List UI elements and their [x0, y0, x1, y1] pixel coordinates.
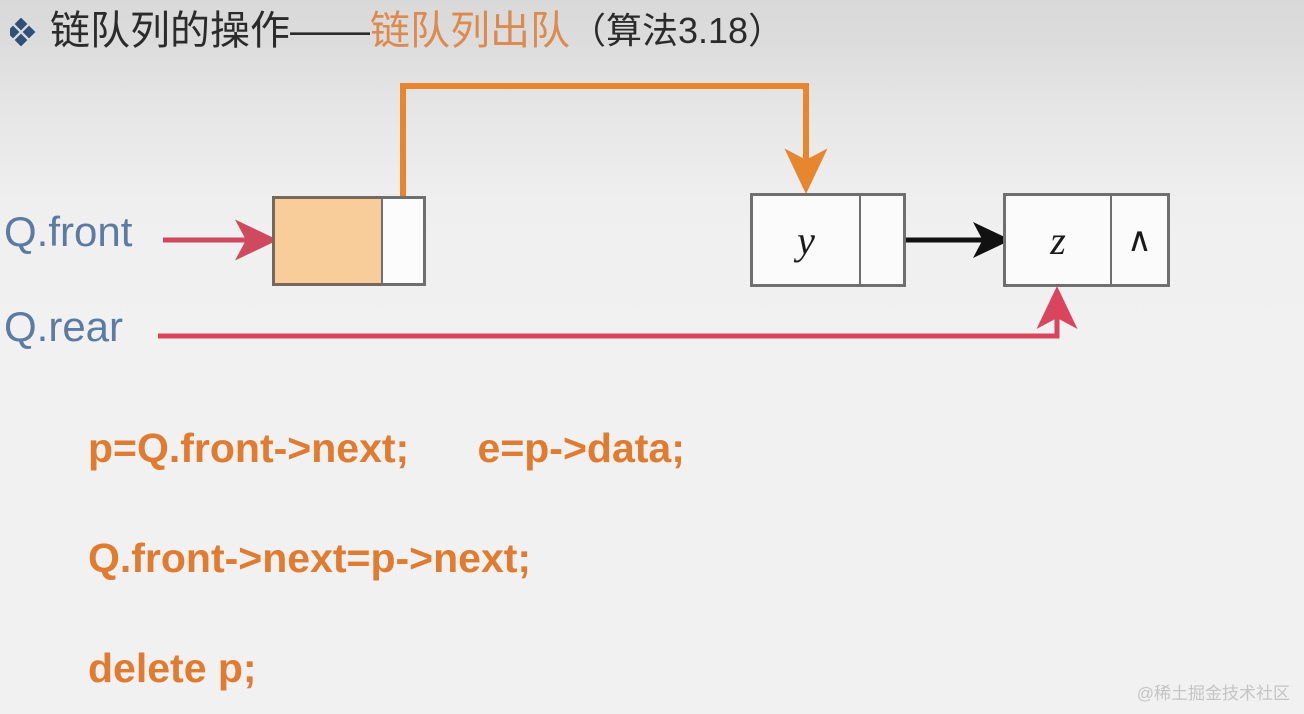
title-main-text: 链队列的操作: [50, 9, 290, 53]
title-algorithm-ref: （算法3.18）: [570, 10, 785, 51]
q-rear-label: Q.rear: [4, 303, 124, 350]
code-line-2: Q.front->next=p->next;: [88, 535, 532, 581]
four-diamond-bullet-icon: [10, 18, 36, 47]
head-node-next-cell: [381, 196, 426, 286]
code-line-3: delete p;: [88, 645, 257, 691]
title-accent-text: 链队列出队: [370, 9, 570, 53]
y-node-data-cell: y: [750, 193, 862, 287]
head-next-reroute-arrow: [400, 83, 828, 242]
y-node: y: [750, 193, 906, 287]
page-title: 链队列的操作 —— 链队列出队 （算法3.18）: [10, 8, 784, 54]
head-node-data-cell: [272, 196, 384, 286]
title-dash: ——: [290, 9, 370, 53]
q-front-label: Q.front: [4, 208, 133, 255]
code-line-1: p=Q.front->next; e=p->data;: [88, 425, 685, 471]
code-block: p=Q.front->next; e=p->data; Q.front->nex…: [88, 420, 1188, 696]
watermark: @稀土掘金技术社区: [1136, 684, 1290, 703]
z-node: z ∧: [1003, 193, 1170, 287]
z-node-next-null-cell: ∧: [1110, 193, 1170, 287]
head-node: [272, 196, 426, 286]
z-node-data-cell: z: [1003, 193, 1113, 287]
q-rear-pointer-arrow: [158, 286, 1078, 339]
y-node-next-cell: [859, 193, 906, 287]
